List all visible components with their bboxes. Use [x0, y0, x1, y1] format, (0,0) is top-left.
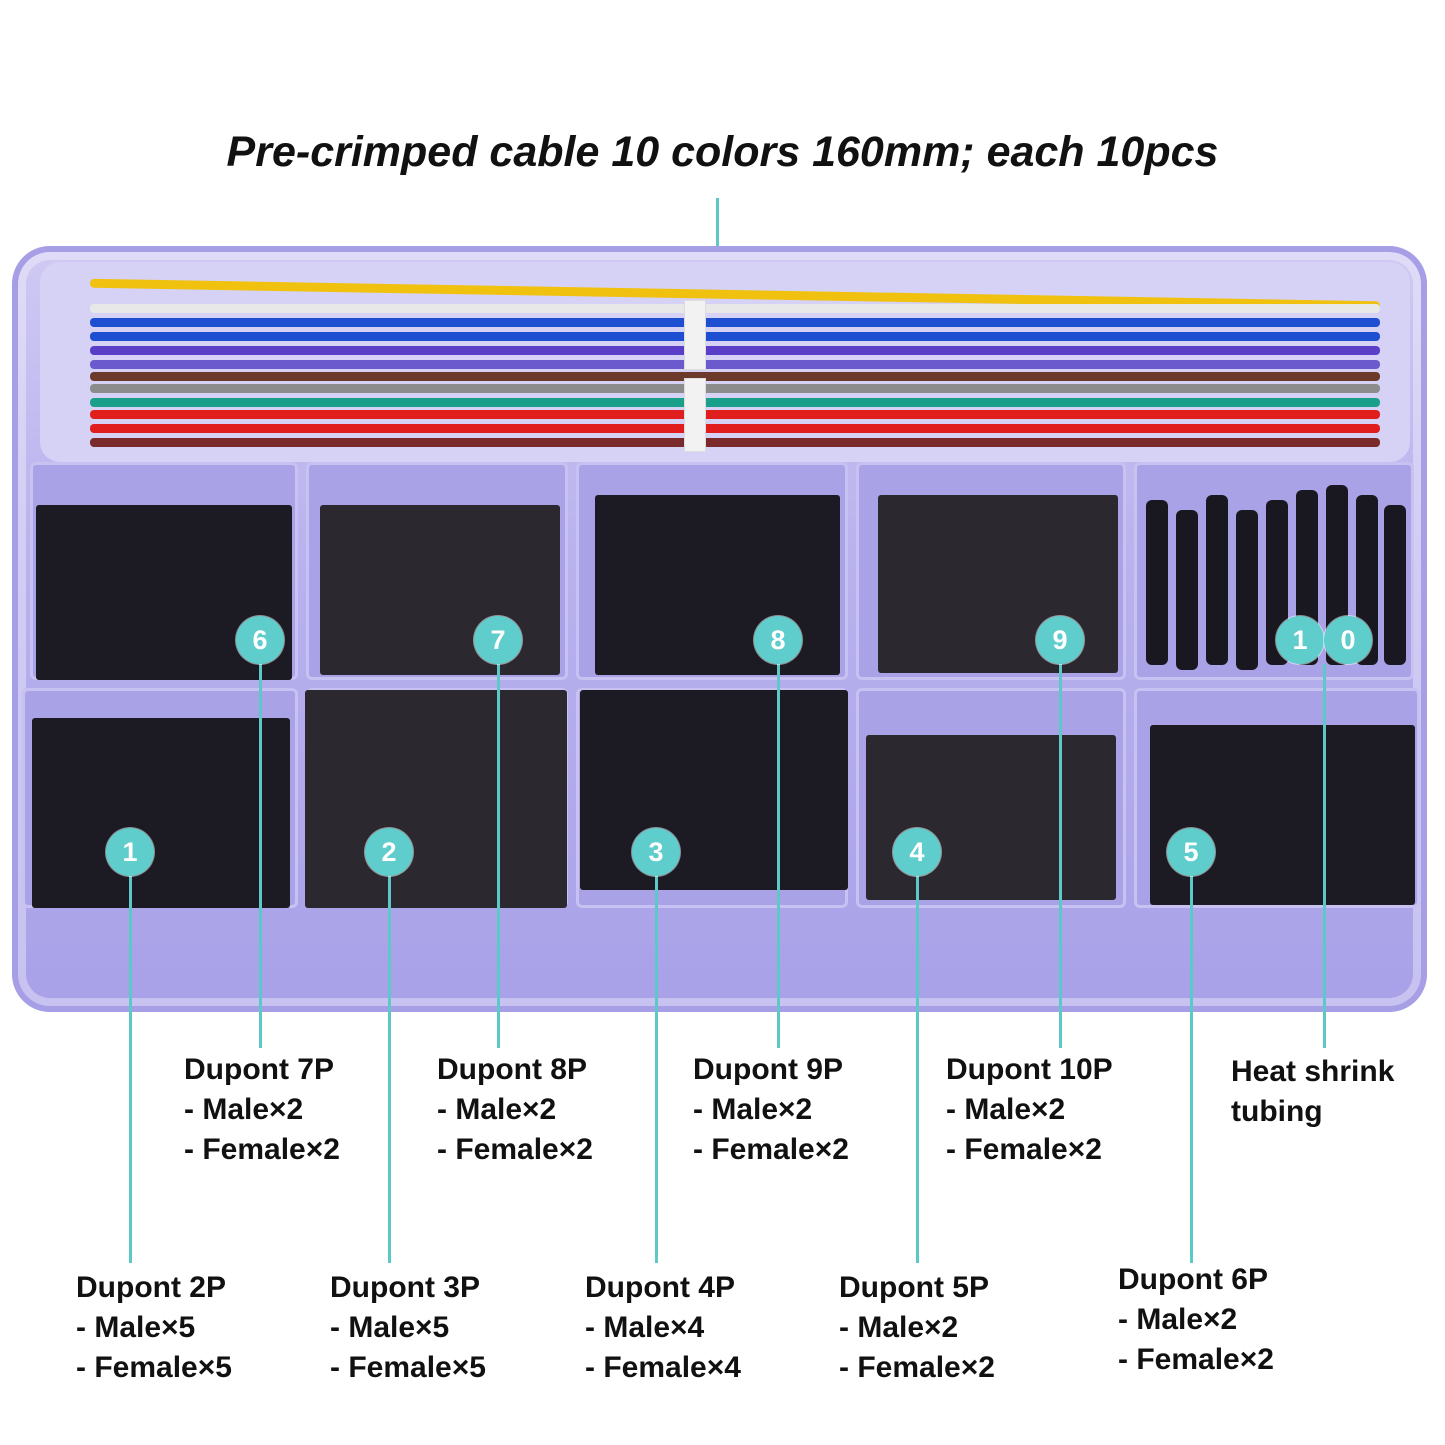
badge-2: 2 — [365, 828, 413, 876]
label-dupont-6p: Dupont 6P - Male×2 - Female×2 — [1118, 1260, 1274, 1380]
badge-8: 8 — [754, 616, 802, 664]
label-heat-shrink: Heat shrink tubing — [1231, 1052, 1394, 1132]
page-title: Pre-crimped cable 10 colors 160mm; each … — [226, 128, 1219, 176]
item-name: Dupont 6P — [1118, 1263, 1268, 1296]
item-name: Dupont 3P — [330, 1271, 480, 1304]
connector-housing — [580, 690, 848, 890]
item-name: Dupont 4P — [585, 1271, 735, 1304]
wire — [90, 410, 1380, 419]
leader-line — [259, 664, 262, 1048]
item-male: - Male×2 — [184, 1093, 304, 1126]
item-female: - Female×2 — [839, 1351, 995, 1384]
tube — [1146, 500, 1168, 665]
leader-line — [1059, 664, 1062, 1048]
label-dupont-4p: Dupont 4P - Male×4 - Female×4 — [585, 1268, 741, 1388]
item-female: - Female×2 — [693, 1133, 849, 1166]
wire — [90, 372, 1380, 381]
badge-10-digit-0: 0 — [1324, 616, 1372, 664]
leader-line — [129, 876, 132, 1263]
item-male: - Male×2 — [437, 1093, 557, 1126]
item-name: Dupont 5P — [839, 1271, 989, 1304]
cable-tie — [684, 300, 706, 370]
item-male: - Male×2 — [839, 1311, 959, 1344]
item-female: - Female×2 — [437, 1133, 593, 1166]
item-female: - Female×2 — [946, 1133, 1102, 1166]
item-name: Dupont 10P — [946, 1053, 1113, 1086]
tube — [1206, 495, 1228, 665]
connector-housing — [305, 690, 567, 908]
item-name: Dupont 7P — [184, 1053, 334, 1086]
badge-9: 9 — [1036, 616, 1084, 664]
leader-line — [1323, 664, 1326, 1048]
label-dupont-2p: Dupont 2P - Male×5 - Female×5 — [76, 1268, 232, 1388]
label-dupont-3p: Dupont 3P - Male×5 - Female×5 — [330, 1268, 486, 1388]
wire — [90, 384, 1380, 393]
badge-4: 4 — [893, 828, 941, 876]
wire — [90, 438, 1380, 447]
wire — [90, 424, 1380, 433]
badge-7: 7 — [474, 616, 522, 664]
leader-line — [388, 876, 391, 1263]
item-name: Dupont 8P — [437, 1053, 587, 1086]
item-male: - Male×2 — [693, 1093, 813, 1126]
connector-housing — [320, 505, 560, 675]
item-female: - Female×4 — [585, 1351, 741, 1384]
connector-housing — [595, 495, 840, 675]
badge-1: 1 — [106, 828, 154, 876]
connector-housing — [866, 735, 1116, 900]
item-male: - Male×5 — [330, 1311, 450, 1344]
label-dupont-5p: Dupont 5P - Male×2 - Female×2 — [839, 1268, 995, 1388]
tube — [1176, 510, 1198, 670]
wire — [90, 332, 1380, 341]
leader-line — [916, 876, 919, 1263]
badge-10-digit-1: 1 — [1276, 616, 1324, 664]
wire — [90, 346, 1380, 355]
label-dupont-7p: Dupont 7P - Male×2 - Female×2 — [184, 1050, 340, 1170]
connector-housing — [32, 718, 290, 908]
item-name: Dupont 2P — [76, 1271, 226, 1304]
leader-line — [655, 876, 658, 1263]
wire — [90, 304, 1380, 313]
cable-tie — [684, 378, 706, 452]
item-female: - Female×2 — [184, 1133, 340, 1166]
item-name: Heat shrink — [1231, 1055, 1395, 1088]
label-dupont-8p: Dupont 8P - Male×2 - Female×2 — [437, 1050, 593, 1170]
leader-line — [777, 664, 780, 1048]
item-female: - Female×5 — [330, 1351, 486, 1384]
item-name: Dupont 9P — [693, 1053, 843, 1086]
wire — [90, 360, 1380, 369]
item-male: - Male×5 — [76, 1311, 196, 1344]
badge-3: 3 — [632, 828, 680, 876]
label-dupont-10p: Dupont 10P - Male×2 - Female×2 — [946, 1050, 1113, 1170]
item-female: - Female×2 — [1118, 1343, 1274, 1376]
item-male: - Male×4 — [585, 1311, 705, 1344]
badge-6: 6 — [236, 616, 284, 664]
wire — [90, 398, 1380, 407]
label-dupont-9p: Dupont 9P - Male×2 - Female×2 — [693, 1050, 849, 1170]
leader-line — [497, 664, 500, 1048]
badge-5: 5 — [1167, 828, 1215, 876]
item-desc: tubing — [1231, 1095, 1323, 1128]
wire — [90, 318, 1380, 327]
item-male: - Male×2 — [946, 1093, 1066, 1126]
tube — [1236, 510, 1258, 670]
tube — [1384, 505, 1406, 665]
item-male: - Male×2 — [1118, 1303, 1238, 1336]
leader-line — [1190, 876, 1193, 1263]
item-female: - Female×5 — [76, 1351, 232, 1384]
